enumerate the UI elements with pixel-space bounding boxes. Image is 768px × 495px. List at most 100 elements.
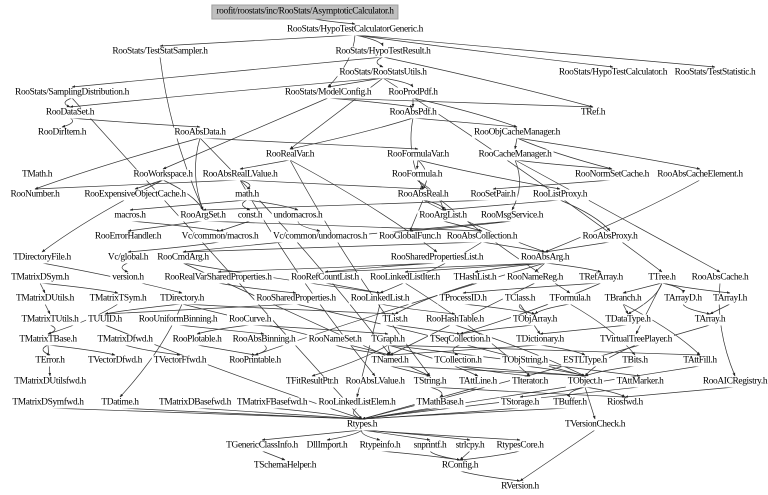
node-vc-common-macros[interactable]: Vc/common/macros.h [179, 231, 261, 243]
node-rooabsarg[interactable]: RooAbsArg.h [518, 252, 572, 264]
root-node[interactable]: roofit/roostats/inc/RooStats/AsymptoticC… [211, 4, 399, 20]
node-rooerrorhandler[interactable]: RooErrorHandler.h [92, 231, 164, 243]
node-roolistproxy[interactable]: RooListProxy.h [530, 189, 590, 201]
node-rooprodpdf[interactable]: RooProdPdf.h [386, 87, 440, 99]
node-tversioncheck[interactable]: TVersionCheck.h [562, 419, 628, 431]
node-const[interactable]: const.h [235, 210, 265, 222]
node-tmatrixtbase[interactable]: TMatrixTBase.h [17, 334, 79, 346]
node-rooexpensiveobjectcache[interactable]: RooExpensiveObjectCache.h [82, 189, 188, 201]
node-terror[interactable]: TError.h [33, 355, 67, 367]
node-tgenericclassinfo[interactable]: TGenericClassInfo.h [224, 440, 300, 452]
node-tprocessid[interactable]: TProcessID.h [437, 293, 489, 305]
node-tmatrixtutils[interactable]: TMatrixTUtils.h [19, 314, 81, 326]
node-roostats-teststatistic[interactable]: RooStats/TestStatistic.h [672, 67, 758, 79]
node-rconfig[interactable]: RConfig.h [439, 460, 481, 472]
node-roolinkedlistiter[interactable]: RooLinkedListIter.h [368, 272, 442, 284]
node-trefarray[interactable]: TRefArray.h [577, 272, 625, 284]
node-rooabscollection[interactable]: RooAbsCollection.h [444, 231, 520, 243]
node-roosetpair[interactable]: RooSetPair.h [468, 189, 518, 201]
node-thashlist[interactable]: THashList.h [451, 272, 499, 284]
node-tuuid[interactable]: TUUID.h [86, 314, 124, 326]
node-snprintf[interactable]: snprintf.h [411, 440, 449, 452]
node-rooglobalfunc[interactable]: RooGlobalFunc.h [377, 231, 443, 243]
node-macros[interactable]: macros.h [112, 210, 148, 222]
node-rooworkspace[interactable]: RooWorkspace.h [131, 169, 195, 181]
node-tmatrixdbasefwd[interactable]: TMatrixDBasefwd.h [157, 397, 233, 409]
node-rooformulavar[interactable]: RooFormulaVar.h [385, 149, 451, 161]
node-rooabsreal[interactable]: RooAbsReal.h [395, 189, 451, 201]
node-roomsgservice[interactable]: RooMsgService.h [478, 210, 546, 222]
node-tattline[interactable]: TAttLine.h [457, 376, 499, 388]
node-roosharedproperties[interactable]: RooSharedProperties.h [254, 293, 338, 305]
node-tdictionary[interactable]: TDictionary.h [514, 334, 566, 346]
node-tlist[interactable]: TList.h [380, 314, 410, 326]
node-rooabsreallvalue[interactable]: RooAbsRealLValue.h [200, 169, 280, 181]
node-tmatrixdutilsfwd[interactable]: TMatrixDUtilsfwd.h [12, 376, 88, 388]
node-tcollection[interactable]: TCollection.h [432, 355, 484, 367]
node-tattmarker[interactable]: TAttMarker.h [614, 376, 666, 388]
node-rooabsproxy[interactable]: RooAbsProxy.h [580, 231, 640, 243]
node-rtypeinfo[interactable]: Rtypeinfo.h [357, 440, 403, 452]
node-tmatrixdutils[interactable]: TMatrixDUtils.h [13, 293, 77, 305]
node-rversion[interactable]: RVersion.h [499, 481, 541, 493]
node-roolinkedlist[interactable]: RooLinkedList.h [348, 293, 412, 305]
node-titerator[interactable]: TIterator.h [510, 376, 550, 388]
node-roostats-modelconfig[interactable]: RooStats/ModelConfig.h [282, 87, 374, 99]
node-roorefcountlist[interactable]: RooRefCountList.h [289, 272, 361, 284]
node-roostats-hypotestresult[interactable]: RooStats/HypoTestResult.h [333, 46, 433, 58]
node-roorealvarsharedproperties[interactable]: RooRealVarSharedProperties.h [162, 272, 274, 284]
node-tclass[interactable]: TClass.h [502, 293, 538, 305]
node-rtypescore[interactable]: RtypesCore.h [494, 440, 546, 452]
node-tbuffer[interactable]: TBuffer.h [551, 397, 589, 409]
node-rooarglist[interactable]: RooArgList.h [417, 210, 469, 222]
node-rooformula[interactable]: RooFormula.h [389, 169, 445, 181]
node-rooabscache[interactable]: RooAbsCache.h [689, 272, 751, 284]
node-roosharedpropertieslist[interactable]: RooSharedPropertiesList.h [388, 252, 486, 264]
node-undomacros[interactable]: undomacros.h [271, 210, 325, 222]
node-tobjarray[interactable]: TObjArray.h [510, 314, 560, 326]
node-version[interactable]: version.h [110, 272, 146, 284]
node-tseqcollection[interactable]: TSeqCollection.h [427, 334, 493, 346]
node-tmath[interactable]: TMath.h [19, 169, 55, 181]
node-tvectordfwd[interactable]: TVectorDfwd.h [85, 355, 145, 367]
node-tarrayi[interactable]: TArrayI.h [711, 293, 749, 305]
node-tmatrixdsymfwd[interactable]: TMatrixDSymfwd.h [10, 397, 86, 409]
node-tarrayd[interactable]: TArrayD.h [662, 293, 704, 305]
node-tmatrixdfwd[interactable]: TMatrixDfwd.h [95, 334, 155, 346]
node-ttree[interactable]: TTree.h [646, 272, 678, 284]
node-rooplotable[interactable]: RooPlotable.h [170, 334, 224, 346]
node-rooobjcachemanager[interactable]: RooObjCacheManager.h [472, 127, 562, 139]
node-roostats-teststatsampler[interactable]: RooStats/TestStatSampler.h [110, 46, 210, 58]
node-tstring[interactable]: TString.h [411, 376, 449, 388]
node-roocachemanager[interactable]: RooCacheManager.h [476, 149, 554, 161]
node-tvectorffwd[interactable]: TVectorFfwd.h [151, 355, 209, 367]
node-roonumber[interactable]: RooNumber.h [8, 189, 62, 201]
node-strlcpy[interactable]: strlcpy.h [453, 440, 487, 452]
node-tmatrixfbasefwd[interactable]: TMatrixFBasefwd.h [234, 397, 310, 409]
node-tobjstring[interactable]: TObjString.h [500, 355, 550, 367]
node-rooabsdata[interactable]: RooAbsData.h [172, 127, 228, 139]
node-roostats-samplingdistribution[interactable]: RooStats/SamplingDistribution.h [13, 87, 131, 99]
node-tattfill[interactable]: TAttFill.h [681, 355, 719, 367]
node-tref[interactable]: TRef.h [578, 107, 608, 119]
node-rtypes[interactable]: Rtypes.h [344, 419, 380, 431]
node-dllimport[interactable]: DllImport.h [304, 440, 350, 452]
node-tstorage[interactable]: TStorage.h [499, 397, 541, 409]
node-roonormsetcache[interactable]: RooNormSetCache.h [573, 169, 651, 181]
node-roolinkedlistelem[interactable]: RooLinkedListElem.h [316, 397, 398, 409]
node-rooabscacheelement[interactable]: RooAbsCacheElement.h [655, 169, 745, 181]
node-tobject[interactable]: TObject.h [565, 376, 605, 388]
node-roohashtable[interactable]: RooHashTable.h [424, 314, 486, 326]
node-tmatrixtsym[interactable]: TMatrixTSym.h [87, 293, 149, 305]
node-roocurve[interactable]: RooCurve.h [226, 314, 274, 326]
node-tdatatype[interactable]: TDataType.h [603, 314, 653, 326]
node-roostats-hypotestcalculator[interactable]: RooStats/HypoTestCalculator.h [556, 67, 670, 79]
node-rooabsbinning[interactable]: RooAbsBinning.h [230, 334, 298, 346]
node-math[interactable]: math.h [233, 189, 261, 201]
node-estltype[interactable]: ESTLType.h [561, 355, 609, 367]
node-riosfwd[interactable]: Riosfwd.h [605, 397, 645, 409]
node-vc-global[interactable]: Vc/global.h [105, 252, 151, 264]
node-tnamed[interactable]: TNamed.h [369, 355, 411, 367]
node-rooabspdf[interactable]: RooAbsPdf.h [387, 107, 439, 119]
node-roocmdarg[interactable]: RooCmdArg.h [155, 252, 211, 264]
